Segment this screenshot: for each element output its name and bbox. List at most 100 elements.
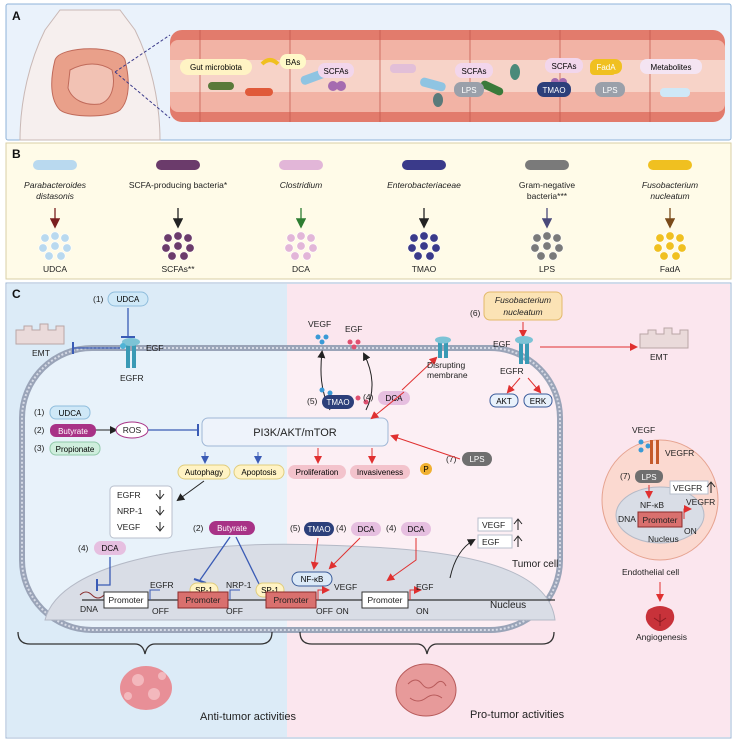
egf-top: EGF bbox=[345, 324, 362, 334]
intestine-illustration bbox=[170, 30, 725, 122]
human-torso-illustration bbox=[19, 9, 161, 141]
fuso-num: (6) bbox=[470, 308, 481, 318]
list-num-3: (3) bbox=[34, 443, 45, 453]
tumor-cell-label: Tumor cell bbox=[512, 559, 558, 570]
label-fada: FadA bbox=[596, 63, 616, 72]
metabolite-dot bbox=[284, 243, 294, 253]
metabolite-dot bbox=[302, 251, 312, 261]
metabolite-dot bbox=[409, 233, 419, 243]
bacterium-name: Enterobacteriaceae bbox=[387, 180, 461, 190]
udca-top-label: UDCA bbox=[117, 295, 140, 304]
bacterium-name: Fusobacterium bbox=[642, 180, 698, 190]
up-vegf: VEGF bbox=[482, 520, 505, 530]
metabolite-dot bbox=[56, 251, 66, 261]
egf-right: EGF bbox=[493, 339, 510, 349]
egfr-left: EGFR bbox=[120, 373, 144, 383]
akt-label: AKT bbox=[496, 397, 512, 406]
dca3-num: (4) bbox=[386, 523, 397, 533]
left-anti-tumor: (1) UDCA EMT EGF EGFR (1) U bbox=[15, 291, 555, 723]
metabolite-dot bbox=[530, 243, 540, 253]
pathway-label: PI3K/AKT/mTOR bbox=[253, 427, 337, 439]
bacterium-icon bbox=[402, 160, 446, 170]
egfr-gene-label: EGFR bbox=[150, 580, 174, 590]
nfkb-label: NF-κB bbox=[301, 575, 324, 584]
metabolite-dot bbox=[179, 251, 189, 261]
tmao-num: (5) bbox=[307, 396, 318, 406]
bacterium-icon bbox=[33, 160, 77, 170]
label-scfas-3: SCFAs bbox=[552, 62, 577, 71]
down-vegf: VEGF bbox=[117, 522, 140, 532]
metabolite-label: FadA bbox=[660, 264, 681, 274]
endo-caption: Endothelial cell bbox=[622, 567, 679, 577]
dca2-label: DCA bbox=[358, 525, 376, 534]
bacterium-icon bbox=[525, 160, 569, 170]
bacterium-name: SCFA-producing bacteria* bbox=[129, 180, 228, 190]
metabolite-dot bbox=[167, 251, 177, 261]
tmao-label: TMAO bbox=[326, 398, 349, 407]
metabolite-dot bbox=[552, 233, 562, 243]
vegf-gene-label: VEGF bbox=[334, 582, 357, 592]
metabolite-dot bbox=[38, 243, 48, 253]
endo-vegfr-up: VEGFR bbox=[673, 483, 702, 493]
on-1: ON bbox=[336, 606, 349, 616]
metabolite-dot bbox=[413, 251, 423, 261]
metabolite-dot bbox=[163, 233, 173, 243]
metabolite-dot bbox=[542, 241, 552, 251]
invasiveness-label: Invasiveness bbox=[357, 468, 403, 477]
dca-left-num: (4) bbox=[78, 543, 89, 553]
down-egfr: EGFR bbox=[117, 490, 141, 500]
metabolite-dot bbox=[677, 243, 687, 253]
dca-left-label: DCA bbox=[102, 544, 120, 553]
egfr-right: EGFR bbox=[500, 366, 524, 376]
metabolite-dot bbox=[44, 251, 54, 261]
sp1-b: SP-1 bbox=[261, 586, 279, 595]
off-2: OFF bbox=[226, 606, 243, 616]
emt-left: EMT bbox=[32, 348, 50, 358]
on-2: ON bbox=[416, 606, 429, 616]
anti-tumor-caption: Anti-tumor activities bbox=[200, 711, 296, 723]
dca3-label: DCA bbox=[408, 525, 426, 534]
label-tmao: TMAO bbox=[542, 86, 565, 95]
list-label-3: Propionate bbox=[56, 445, 95, 454]
endo-lps-label: LPS bbox=[641, 473, 656, 482]
fuso-label-1: Fusobacterium bbox=[495, 295, 551, 305]
endo-nucleus: Nucleus bbox=[648, 534, 679, 544]
apoptosis-label: Apoptosis bbox=[241, 468, 276, 477]
promoter-3: Promoter bbox=[274, 595, 309, 605]
metabolite-dot bbox=[659, 251, 669, 261]
metabolite-dot bbox=[429, 233, 439, 243]
metabolite-dot bbox=[185, 243, 195, 253]
metabolite-dot bbox=[296, 231, 306, 241]
label-metabolites: Metabolites bbox=[651, 63, 692, 72]
endo-dna: DNA bbox=[618, 514, 636, 524]
metabolite-dot bbox=[419, 231, 429, 241]
fuso-label-2: nucleatum bbox=[503, 307, 542, 317]
metabolite-dot bbox=[290, 251, 300, 261]
bacterium-name: nucleatum bbox=[650, 191, 689, 201]
bacterium-name: Gram-negative bbox=[519, 180, 575, 190]
emt-cells-right bbox=[639, 327, 689, 349]
dca-label: DCA bbox=[386, 394, 404, 403]
bacterium-icon bbox=[648, 160, 692, 170]
bacterium-name: Clostridium bbox=[280, 180, 323, 190]
list-label-2: Butyrate bbox=[58, 427, 88, 436]
vegf-top: VEGF bbox=[308, 319, 331, 329]
erk-label: ERK bbox=[530, 397, 547, 406]
dca-num: (4) bbox=[363, 392, 374, 402]
metabolite-dot bbox=[665, 241, 675, 251]
endo-nfkb: NF-κB bbox=[640, 500, 664, 510]
emt-right: EMT bbox=[650, 352, 668, 362]
panel-b-letter: B bbox=[12, 147, 21, 161]
metabolite-dot bbox=[308, 243, 318, 253]
off-3: OFF bbox=[316, 606, 333, 616]
metabolite-dot bbox=[675, 233, 685, 243]
promoter-2: Promoter bbox=[186, 595, 221, 605]
nucleus-label: Nucleus bbox=[490, 600, 526, 611]
metabolite-dot bbox=[173, 231, 183, 241]
metabolite-dot bbox=[50, 241, 60, 251]
